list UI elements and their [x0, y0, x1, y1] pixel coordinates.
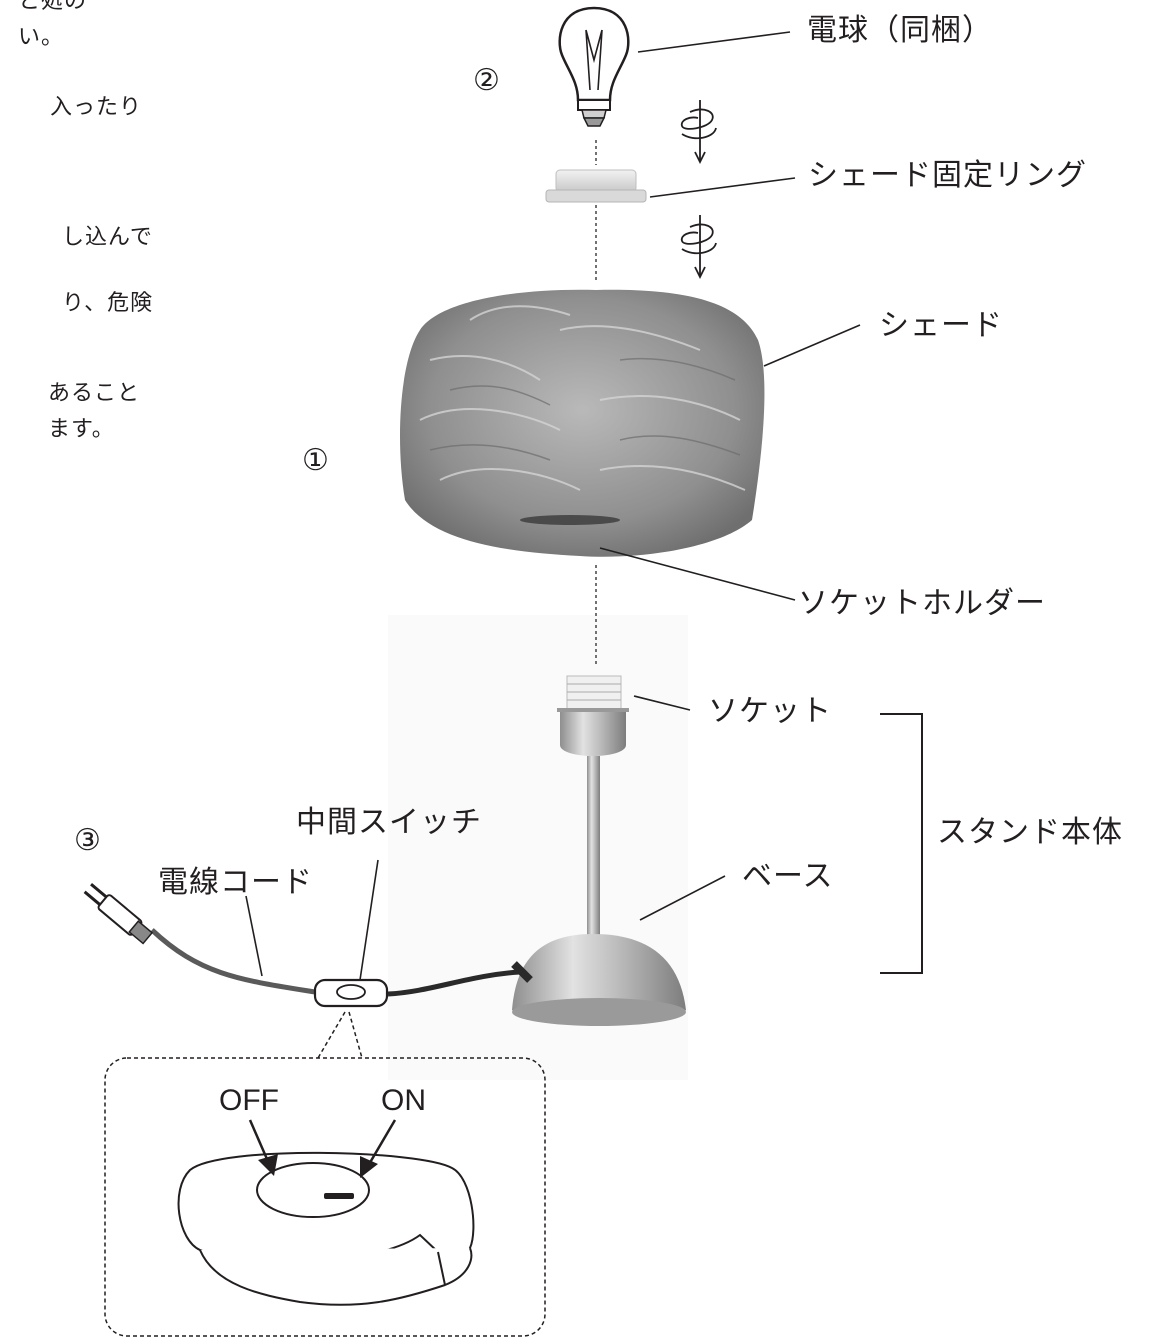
- step-number-bulb: ②: [473, 63, 500, 98]
- label-cord: 電線コード: [158, 865, 313, 900]
- switch-leader-line: [359, 859, 379, 981]
- step-number-shade: ①: [302, 443, 329, 478]
- label-on: ON: [381, 1084, 426, 1117]
- text-fragment-4: し込んで: [62, 225, 153, 250]
- socket-leader-line: [633, 695, 691, 711]
- bulb-illustration: [558, 6, 630, 127]
- label-shade-ring: シェード固定リング: [808, 158, 1087, 193]
- stand-illustration: [512, 675, 686, 1026]
- text-fragment-2: い。: [18, 25, 65, 50]
- shade-leader-line: [763, 324, 861, 367]
- inline-switch-icon: [313, 978, 389, 1008]
- feather-shade-illustration: [400, 289, 765, 557]
- text-fragment-3: 入ったり: [50, 95, 143, 120]
- off-arrow-icon: [248, 1119, 278, 1176]
- ring-leader-line: [649, 177, 796, 198]
- cord-illustration: [83, 883, 533, 1008]
- bulb-leader-line: [637, 31, 791, 53]
- base-leader-line: [639, 875, 726, 921]
- label-base: ベース: [742, 859, 834, 894]
- label-off: OFF: [219, 1084, 279, 1117]
- shade-ring-illustration: [545, 169, 647, 203]
- text-fragment-6: あること: [48, 381, 141, 406]
- label-switch: 中間スイッチ: [296, 805, 482, 840]
- cord-leader-line: [245, 895, 263, 977]
- switch-detail-illustration: [177, 1151, 475, 1306]
- label-stand-body: スタンド本体: [937, 815, 1123, 850]
- label-socket-holder: ソケットホルダー: [798, 586, 1046, 621]
- on-arrow-icon: [360, 1119, 397, 1178]
- plug-icon: [83, 883, 154, 945]
- text-fragment-1: と処の: [18, 0, 88, 14]
- rotate-arrow-icon-2: [680, 215, 717, 280]
- text-fragment-7: ます。: [48, 417, 115, 442]
- label-socket: ソケット: [708, 694, 832, 729]
- callout-pointer: [317, 1011, 363, 1059]
- stand-body-bracket: [880, 713, 923, 974]
- switch-detail-frame: [104, 1057, 546, 1337]
- rotate-arrow-icon: [680, 100, 717, 165]
- step-number-cord: ③: [74, 823, 101, 858]
- label-bulb: 電球（同梱）: [807, 13, 993, 48]
- label-shade: シェード: [879, 308, 1003, 343]
- text-fragment-5: り、危険: [62, 291, 154, 316]
- socket-holder-leader-line: [599, 547, 796, 601]
